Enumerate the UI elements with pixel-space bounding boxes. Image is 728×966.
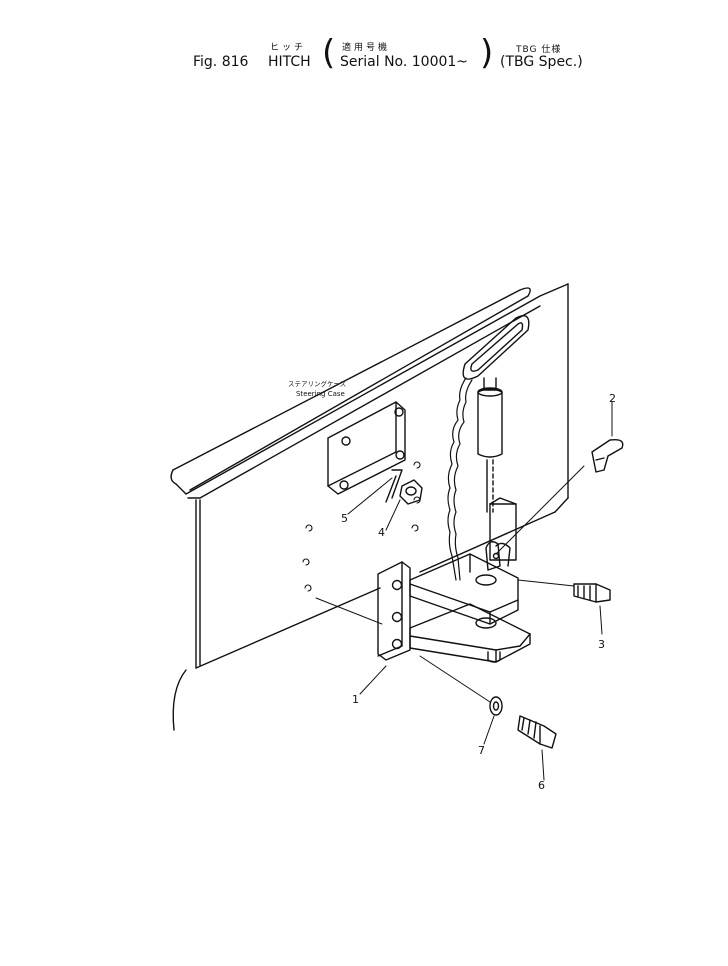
- case-bolt-holes: [302, 461, 421, 592]
- callout-3: 3: [598, 638, 605, 651]
- hitch-upper-jaw: [409, 497, 519, 625]
- bolt-part-6: [517, 715, 557, 749]
- cover-plate: [327, 401, 406, 495]
- callout-6: 6: [538, 779, 545, 792]
- callout-7: 7: [478, 744, 485, 757]
- figure-number: Fig. 816: [193, 54, 249, 70]
- title-japanese: ヒッチ: [270, 43, 307, 53]
- spec-label: (TBG Spec.): [500, 54, 583, 70]
- steering-case-label: Steering Case: [296, 390, 345, 398]
- washer-part: [489, 696, 503, 716]
- nut-part: [399, 479, 423, 505]
- leader-lines: [315, 401, 613, 781]
- callout-2: 2: [609, 392, 616, 405]
- serial-japanese: 適用号機: [342, 43, 391, 53]
- steering-case-label-jp: ステアリングケース: [288, 379, 346, 388]
- bolt-part: [573, 583, 611, 603]
- lock-plate-part: [591, 438, 624, 473]
- hitch-lower-jaw: [409, 603, 531, 663]
- steering-case-outline: [170, 283, 569, 731]
- callout-1: 1: [352, 693, 359, 706]
- hitch-pin: [462, 315, 530, 513]
- open-paren: (: [322, 33, 336, 73]
- pin-chain: [447, 377, 473, 581]
- close-paren: ): [480, 33, 494, 73]
- callout-4: 4: [378, 526, 385, 539]
- callout-5: 5: [341, 512, 348, 525]
- serial-number: Serial No. 10001~: [340, 54, 469, 70]
- mounting-plate: [377, 561, 411, 661]
- cotter-pin-part: [385, 469, 403, 503]
- figure-title: HITCH: [268, 54, 311, 70]
- spec-japanese: TBG 仕様: [516, 45, 562, 55]
